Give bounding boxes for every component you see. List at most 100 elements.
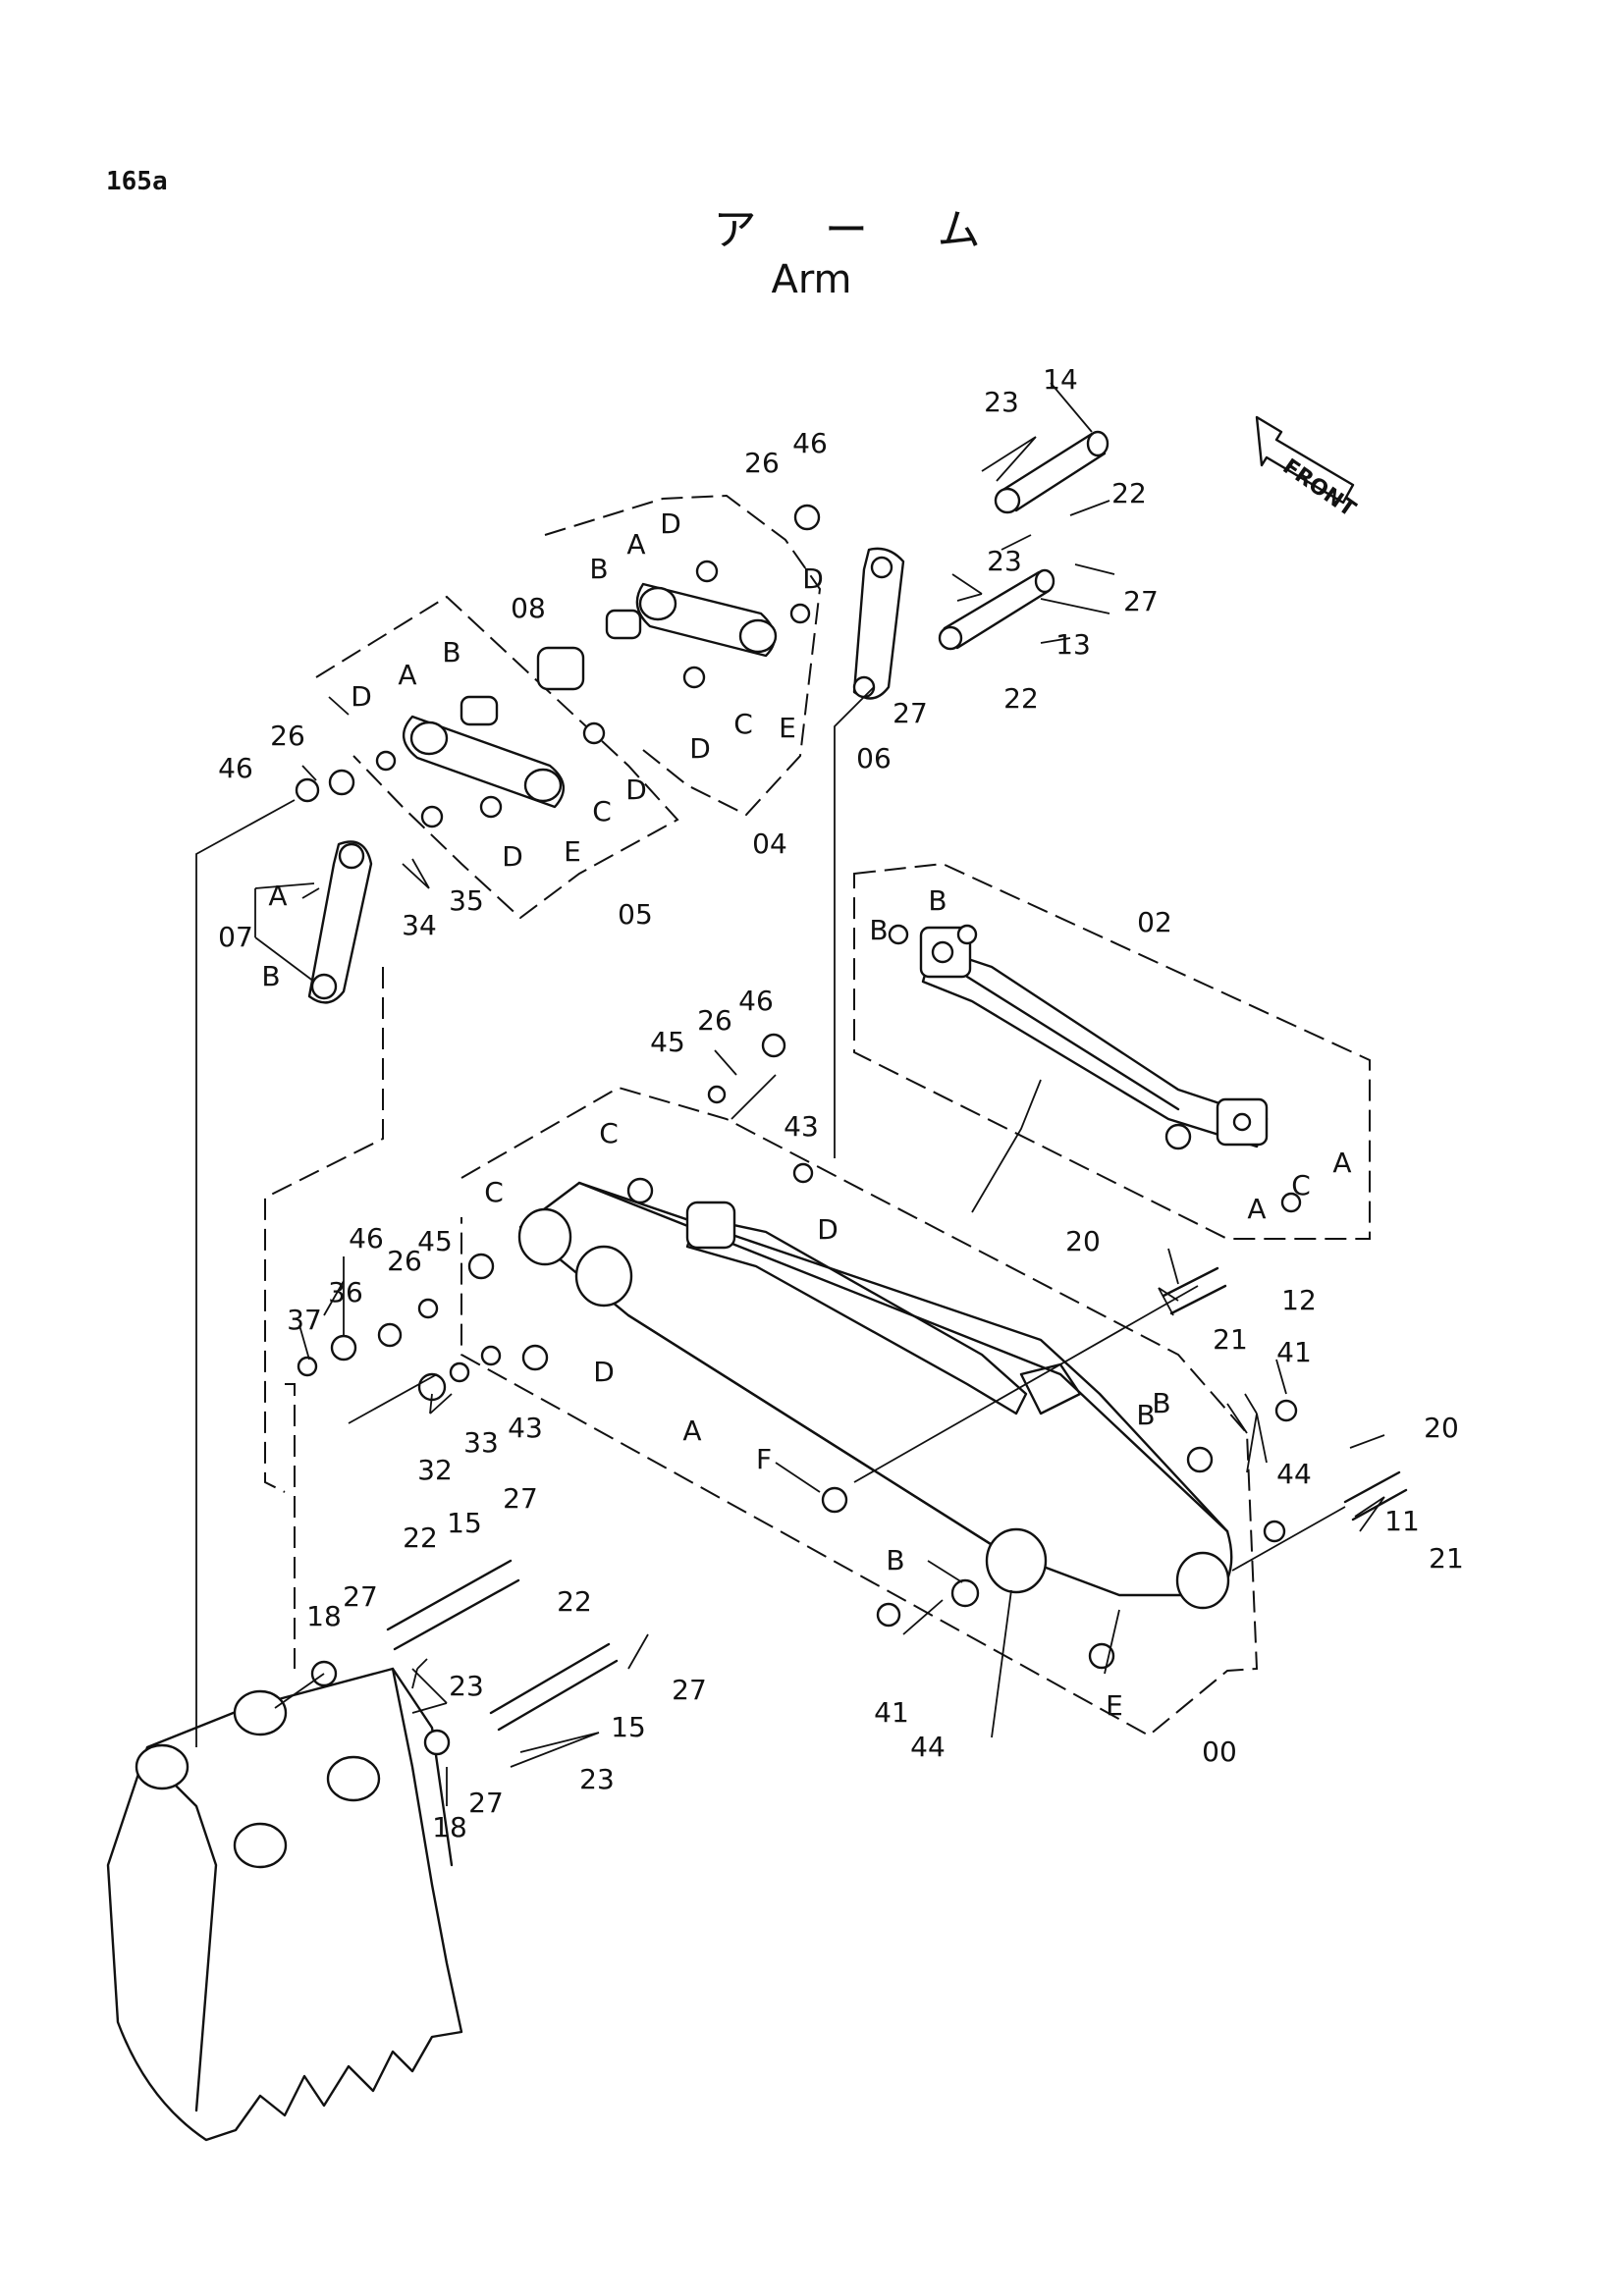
callout-E: E [1106, 1689, 1123, 1722]
callout-41: 41 [1276, 1336, 1312, 1368]
callout-21: 21 [1429, 1542, 1464, 1575]
pin-15b-drawing [489, 1642, 619, 1732]
callout-B: B [886, 1544, 905, 1576]
callout-D: D [689, 732, 711, 765]
callout-B: B [1152, 1387, 1171, 1419]
callout-A: A [626, 528, 646, 561]
callout-36: 36 [328, 1276, 363, 1308]
callout-E: E [564, 835, 581, 868]
callout-37: 37 [287, 1304, 322, 1336]
callout-43: 43 [508, 1412, 543, 1444]
callout-B: B [261, 960, 281, 992]
callout-45: 45 [417, 1225, 453, 1257]
pin-12-drawing [1162, 1266, 1227, 1315]
callout-11: 11 [1384, 1505, 1420, 1537]
pin-15a-drawing [386, 1559, 520, 1651]
callout-23: 23 [449, 1670, 484, 1702]
callout-23: 23 [987, 545, 1022, 577]
callout-22: 22 [1111, 477, 1147, 509]
group-00-boundary [460, 1086, 1259, 1737]
callout-13: 13 [1055, 628, 1091, 661]
callout-D: D [802, 562, 824, 595]
callout-C: C [1291, 1169, 1311, 1201]
link-05-drawing [403, 646, 585, 809]
callout-D: D [625, 774, 647, 806]
callout-26: 26 [744, 447, 780, 479]
callout-26: 26 [697, 1004, 732, 1037]
leader-lines [254, 382, 1385, 1806]
callout-27: 27 [672, 1674, 707, 1706]
callout-46: 46 [218, 752, 253, 784]
callout-27: 27 [468, 1787, 504, 1819]
callout-45: 45 [650, 1026, 685, 1058]
callout-C: C [733, 708, 753, 740]
callout-D: D [593, 1356, 615, 1388]
arm-00-drawing [517, 1181, 1233, 1610]
callout-22: 22 [403, 1522, 438, 1554]
callout-F: F [755, 1443, 773, 1475]
callout-21: 21 [1213, 1323, 1248, 1356]
callout-23: 23 [579, 1763, 615, 1795]
callout-05: 05 [618, 898, 653, 931]
callout-A: A [682, 1415, 702, 1447]
callout-B: B [589, 553, 609, 585]
callout-B: B [442, 636, 461, 668]
callout-33: 33 [463, 1426, 499, 1459]
callout-15: 15 [447, 1507, 482, 1539]
title-japanese: アーム [713, 205, 1052, 255]
callout-B: B [1136, 1399, 1156, 1431]
callout-A: A [1332, 1147, 1352, 1179]
pin-13-drawing [938, 568, 1055, 651]
callout-35: 35 [449, 884, 484, 917]
callout-C: C [592, 795, 612, 828]
group-05-boundary [315, 595, 679, 920]
callout-34: 34 [402, 909, 437, 941]
callout-00: 00 [1202, 1735, 1237, 1768]
callout-02: 02 [1137, 906, 1172, 938]
callout-46: 46 [738, 985, 774, 1017]
link-04-drawing [605, 582, 778, 658]
callout-12: 12 [1281, 1284, 1317, 1316]
pin-14-drawing [994, 430, 1109, 514]
callout-46: 46 [792, 427, 828, 459]
page-number: 165a [106, 167, 168, 196]
callout-26: 26 [387, 1245, 422, 1277]
callout-27: 27 [893, 697, 928, 729]
group-04-boundary [544, 494, 822, 817]
link-07-drawing [307, 840, 373, 1004]
callout-A: A [398, 659, 417, 691]
callout-22: 22 [557, 1585, 592, 1618]
callout-C: C [599, 1117, 619, 1149]
callout-06: 06 [856, 742, 892, 774]
callout-B: B [869, 914, 889, 946]
bucket-drawing [106, 1667, 463, 2142]
callout-14: 14 [1043, 363, 1078, 396]
callout-23: 23 [984, 386, 1019, 418]
callout-27: 27 [503, 1482, 538, 1515]
callout-15: 15 [611, 1711, 646, 1743]
callout-43: 43 [784, 1110, 819, 1143]
callout-08: 08 [511, 592, 546, 624]
callout-07: 07 [218, 921, 253, 953]
callout-20: 20 [1065, 1225, 1101, 1257]
callout-44: 44 [910, 1731, 946, 1763]
callout-B: B [928, 884, 947, 917]
callout-A: A [268, 880, 288, 912]
callout-04: 04 [752, 828, 787, 860]
callout-46: 46 [349, 1222, 384, 1255]
callout-27: 27 [343, 1580, 378, 1613]
callout-20: 20 [1424, 1412, 1459, 1444]
callout-44: 44 [1276, 1458, 1312, 1490]
connection-lines [195, 534, 1346, 1747]
callout-26: 26 [270, 720, 305, 752]
callout-A: A [1247, 1193, 1267, 1225]
callout-D: D [351, 680, 372, 713]
small-parts [295, 504, 1302, 1756]
callout-E: E [779, 712, 796, 744]
cylinder-02-drawing [919, 926, 1269, 1150]
callout-D: D [502, 840, 523, 873]
callout-41: 41 [874, 1696, 909, 1729]
callout-18: 18 [306, 1600, 342, 1632]
callout-D: D [817, 1213, 839, 1246]
